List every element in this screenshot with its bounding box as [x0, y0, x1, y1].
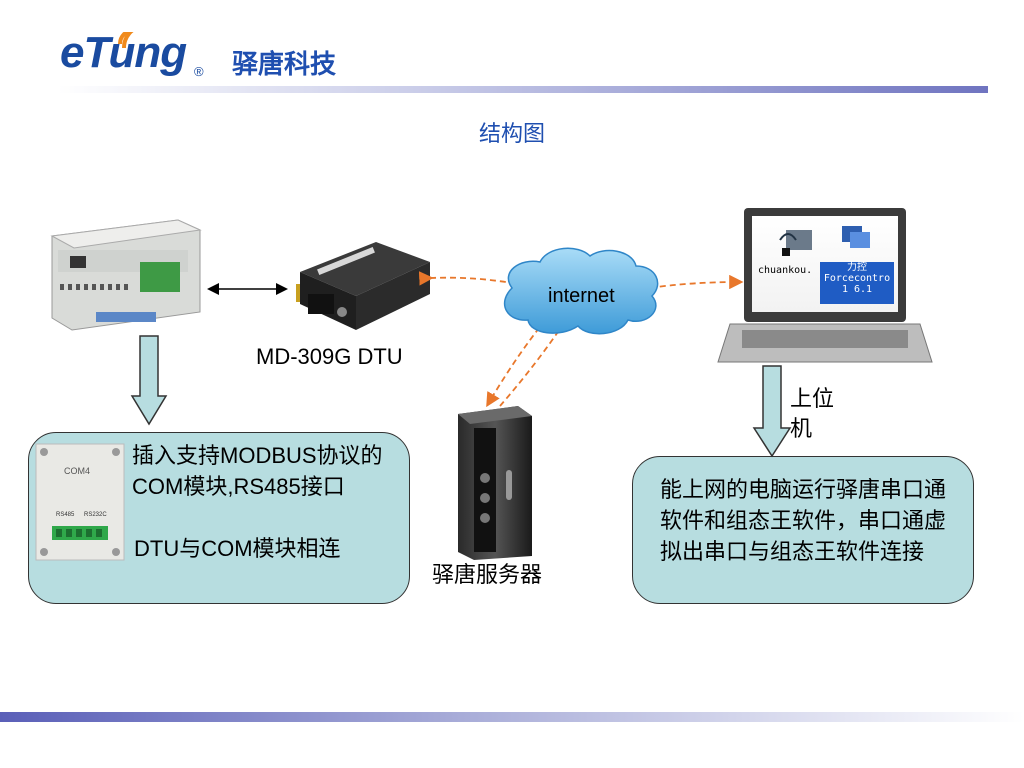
dtu-device	[296, 242, 430, 330]
registered-mark: ®	[194, 64, 204, 79]
server-label: 驿唐服务器	[432, 562, 543, 587]
forcecontrol-label-line-3: 1 6.1	[841, 284, 873, 295]
internet-label: internet	[548, 285, 615, 307]
footer-divider	[0, 712, 1024, 722]
com-port-label-1: RS485	[56, 512, 75, 518]
left-callout-text-2: DTU与COM模块相连	[134, 536, 341, 561]
brand-name: 驿唐科技	[232, 49, 337, 79]
right-callout-box	[632, 456, 974, 604]
logo	[58, 32, 238, 82]
com-module	[35, 443, 125, 561]
dtu-label: MD-309G DTU	[256, 344, 403, 369]
forcecontrol-label-line-2: Forcecontro	[823, 273, 891, 284]
header-divider	[58, 86, 988, 93]
logo-text: eTung	[60, 28, 187, 77]
forcecontrol-icon	[820, 226, 894, 304]
logo-signal-icon	[118, 32, 135, 49]
com-port-label-2: RS232C	[84, 512, 107, 518]
left-callout-text-1: 插入支持MODBUS协议的COM模块,RS485接口	[132, 443, 383, 499]
host-computer-label: 上位机	[790, 386, 835, 441]
serial-port-icon	[779, 230, 812, 256]
forcecontrol-label-line-1: 力控	[847, 262, 867, 273]
internet-cloud	[503, 247, 659, 335]
plc-device	[50, 219, 202, 331]
diagram-title: 结构图	[478, 121, 545, 146]
server-tower	[458, 406, 532, 560]
host-down-arrow	[752, 365, 792, 458]
com-module-label: COM4	[64, 466, 91, 476]
laptop	[717, 208, 933, 363]
plc-down-arrow	[130, 335, 168, 426]
serial-icon-label: chuankou.	[758, 265, 813, 276]
forcecontrol-icon-label: 力控 Forcecontro 1 6.1	[822, 262, 892, 295]
right-callout-text: 能上网的电脑运行驿唐串口通软件和组态王软件，串口通虚拟出串口与组态王软件连接	[660, 477, 947, 564]
